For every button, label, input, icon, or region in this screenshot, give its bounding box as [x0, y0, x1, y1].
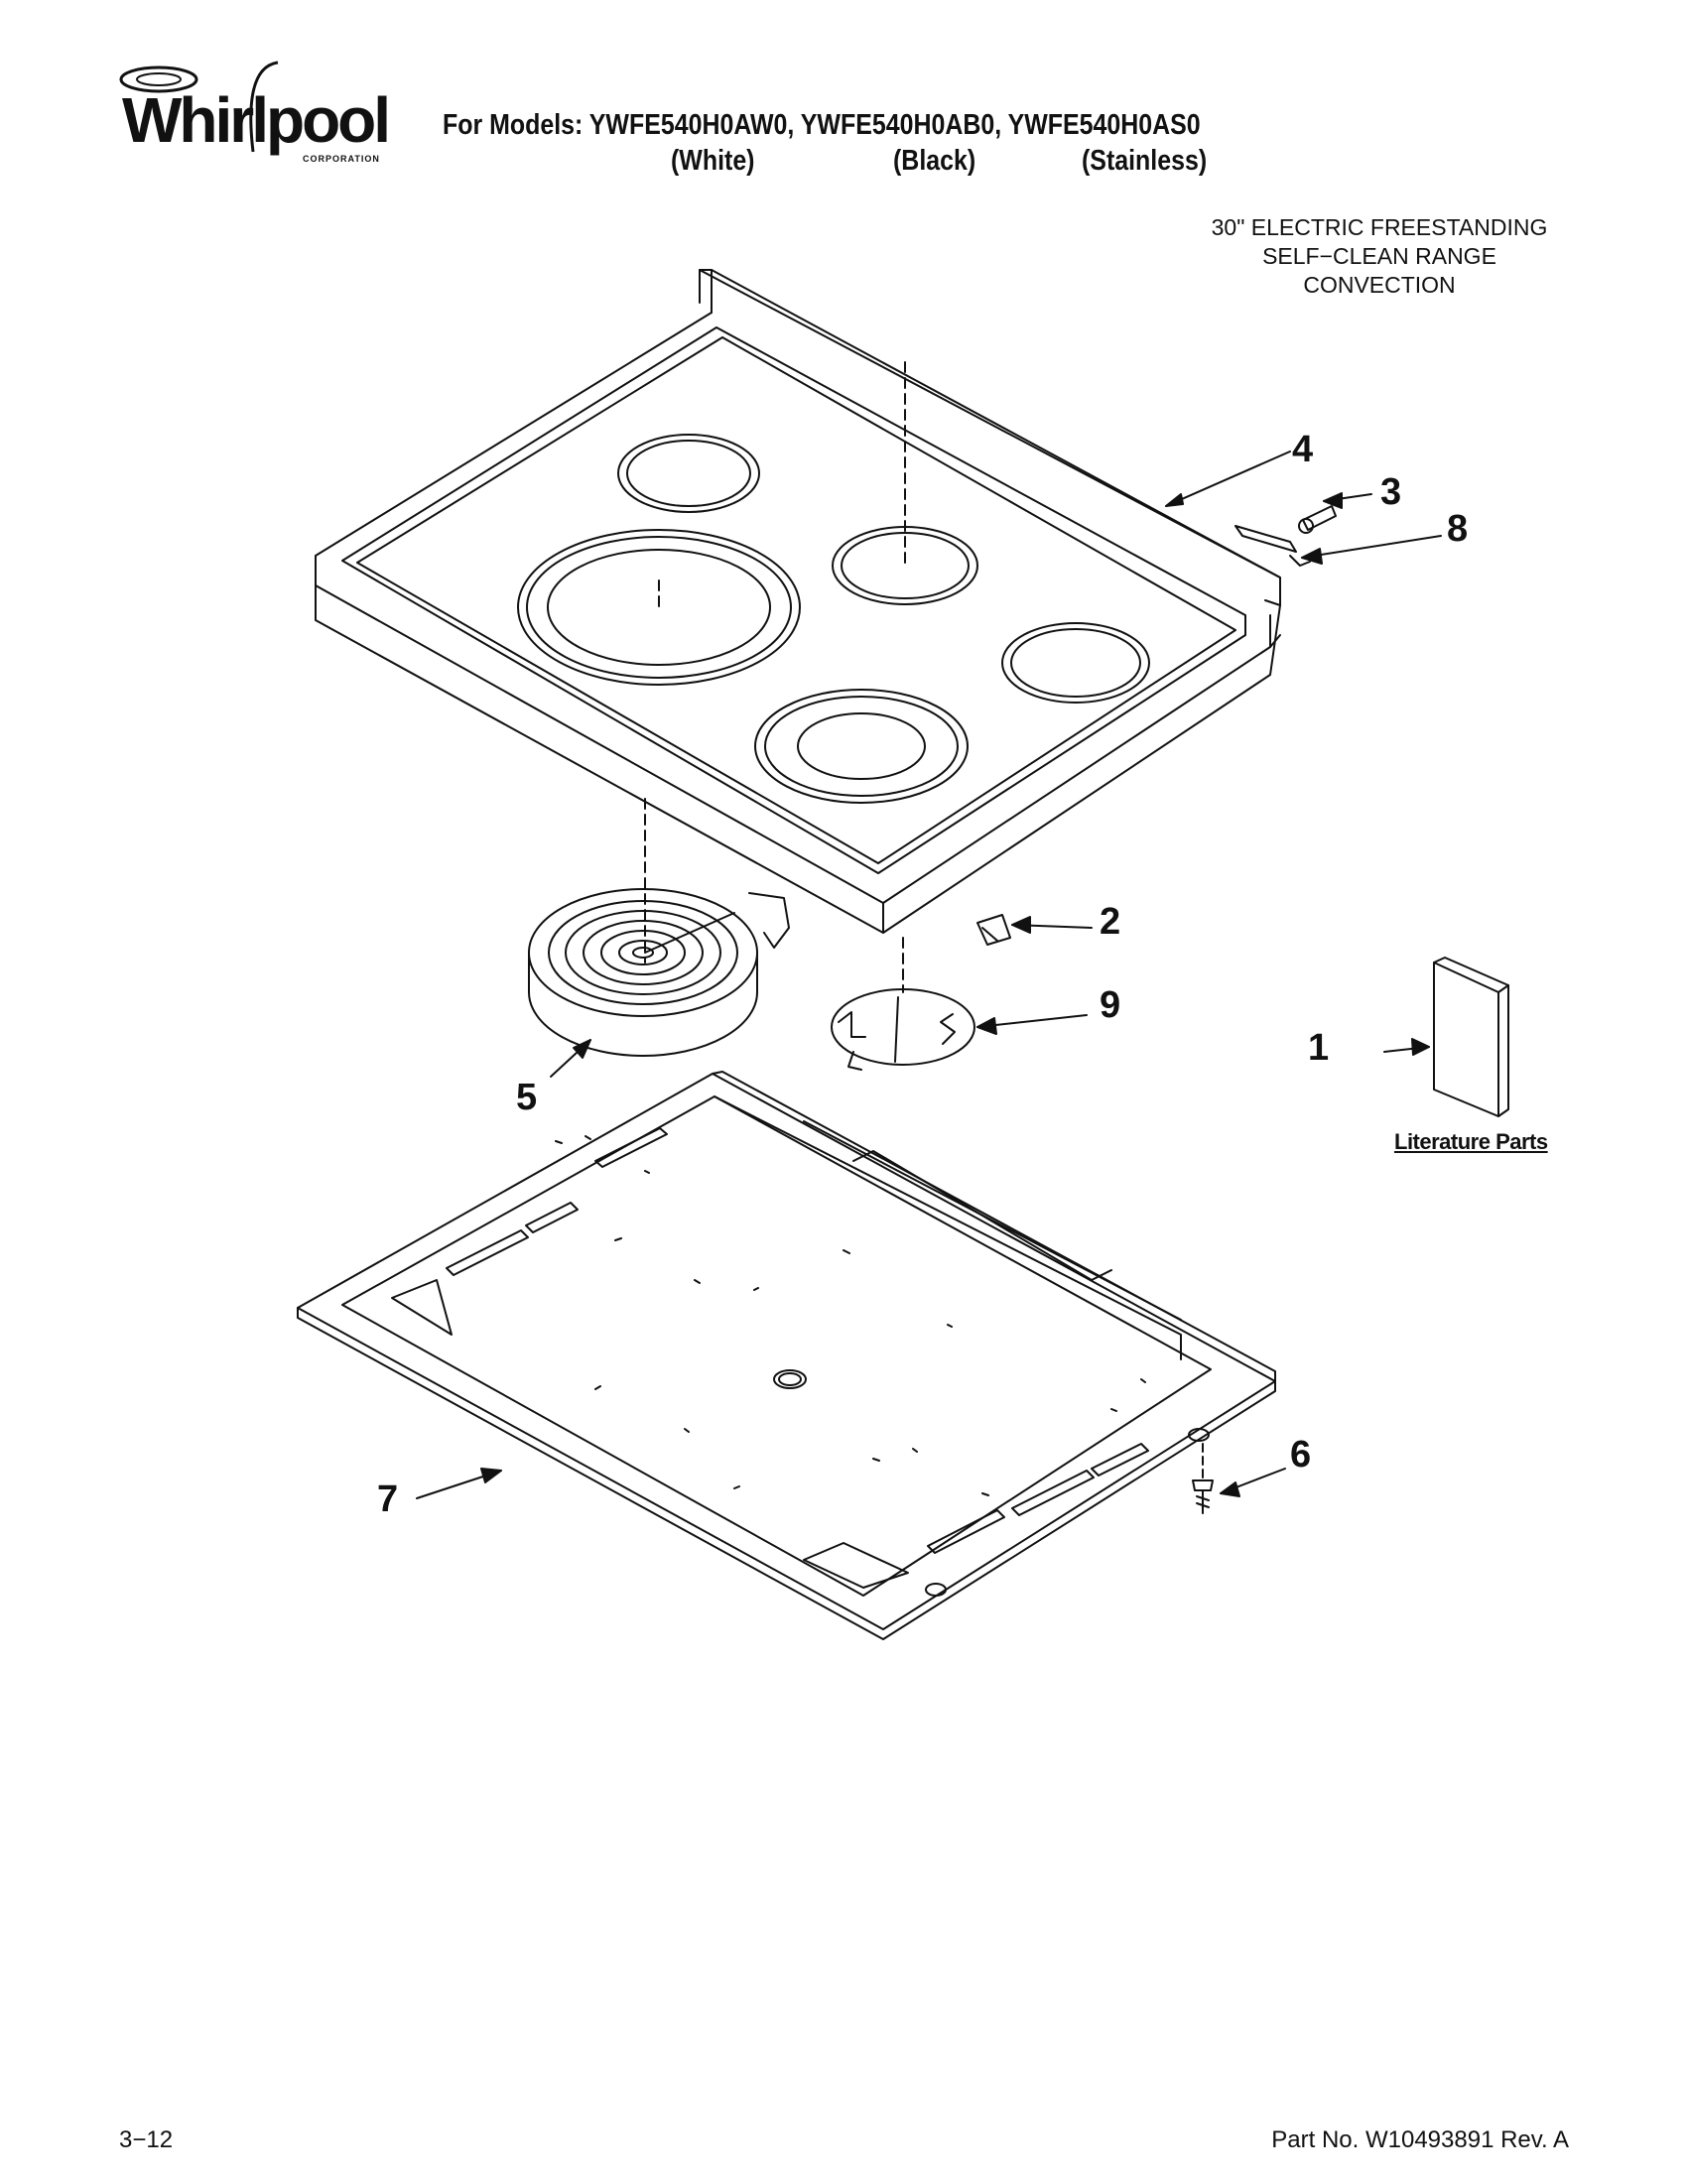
cooktop-drawing: [315, 269, 1281, 993]
leader-arrows: [416, 450, 1442, 1499]
whirlpool-logo: Whirlpool CORPORATION: [104, 58, 391, 196]
page-number: 3−12: [119, 2126, 174, 2153]
callout-7: 7: [377, 1478, 399, 1520]
callout-6: 6: [1290, 1434, 1312, 1476]
part-number: Part No. W10493891 Rev. A: [1271, 2126, 1569, 2153]
description-line-2: SELF−CLEAN RANGE: [1262, 243, 1496, 269]
callout-2: 2: [1100, 901, 1121, 943]
variant-black: (Black): [893, 145, 976, 177]
literature-drawing: [1433, 957, 1509, 1117]
cooktop-bottom-drawing: [297, 1071, 1276, 1640]
callout-5: 5: [516, 1077, 538, 1118]
logo-corporation: CORPORATION: [303, 154, 380, 164]
screw-and-bracket-drawing: [1234, 505, 1337, 567]
logo-swoosh-icon: [119, 61, 279, 153]
callout-1: 1: [1308, 1027, 1330, 1069]
callout-9: 9: [1100, 984, 1121, 1026]
leveling-screw-drawing: [1192, 1443, 1214, 1514]
callout-3: 3: [1380, 471, 1402, 513]
callout-8: 8: [1447, 508, 1469, 550]
insulation-drawing: [831, 988, 975, 1071]
radiant-element-drawing: [528, 888, 790, 1057]
product-description: 30" ELECTRIC FREESTANDING SELF−CLEAN RAN…: [1171, 213, 1588, 300]
models-title: For Models: YWFE540H0AW0, YWFE540H0AB0, …: [443, 109, 1201, 141]
clip-drawing: [976, 914, 1011, 946]
description-line-1: 30" ELECTRIC FREESTANDING: [1211, 214, 1548, 240]
variant-white: (White): [671, 145, 755, 177]
logo-wordmark: Whirlpool: [122, 84, 391, 156]
literature-parts-label: Literature Parts: [1394, 1129, 1548, 1154]
variant-stainless: (Stainless): [1082, 145, 1208, 177]
description-line-3: CONVECTION: [1303, 272, 1456, 298]
callout-4: 4: [1292, 429, 1314, 470]
